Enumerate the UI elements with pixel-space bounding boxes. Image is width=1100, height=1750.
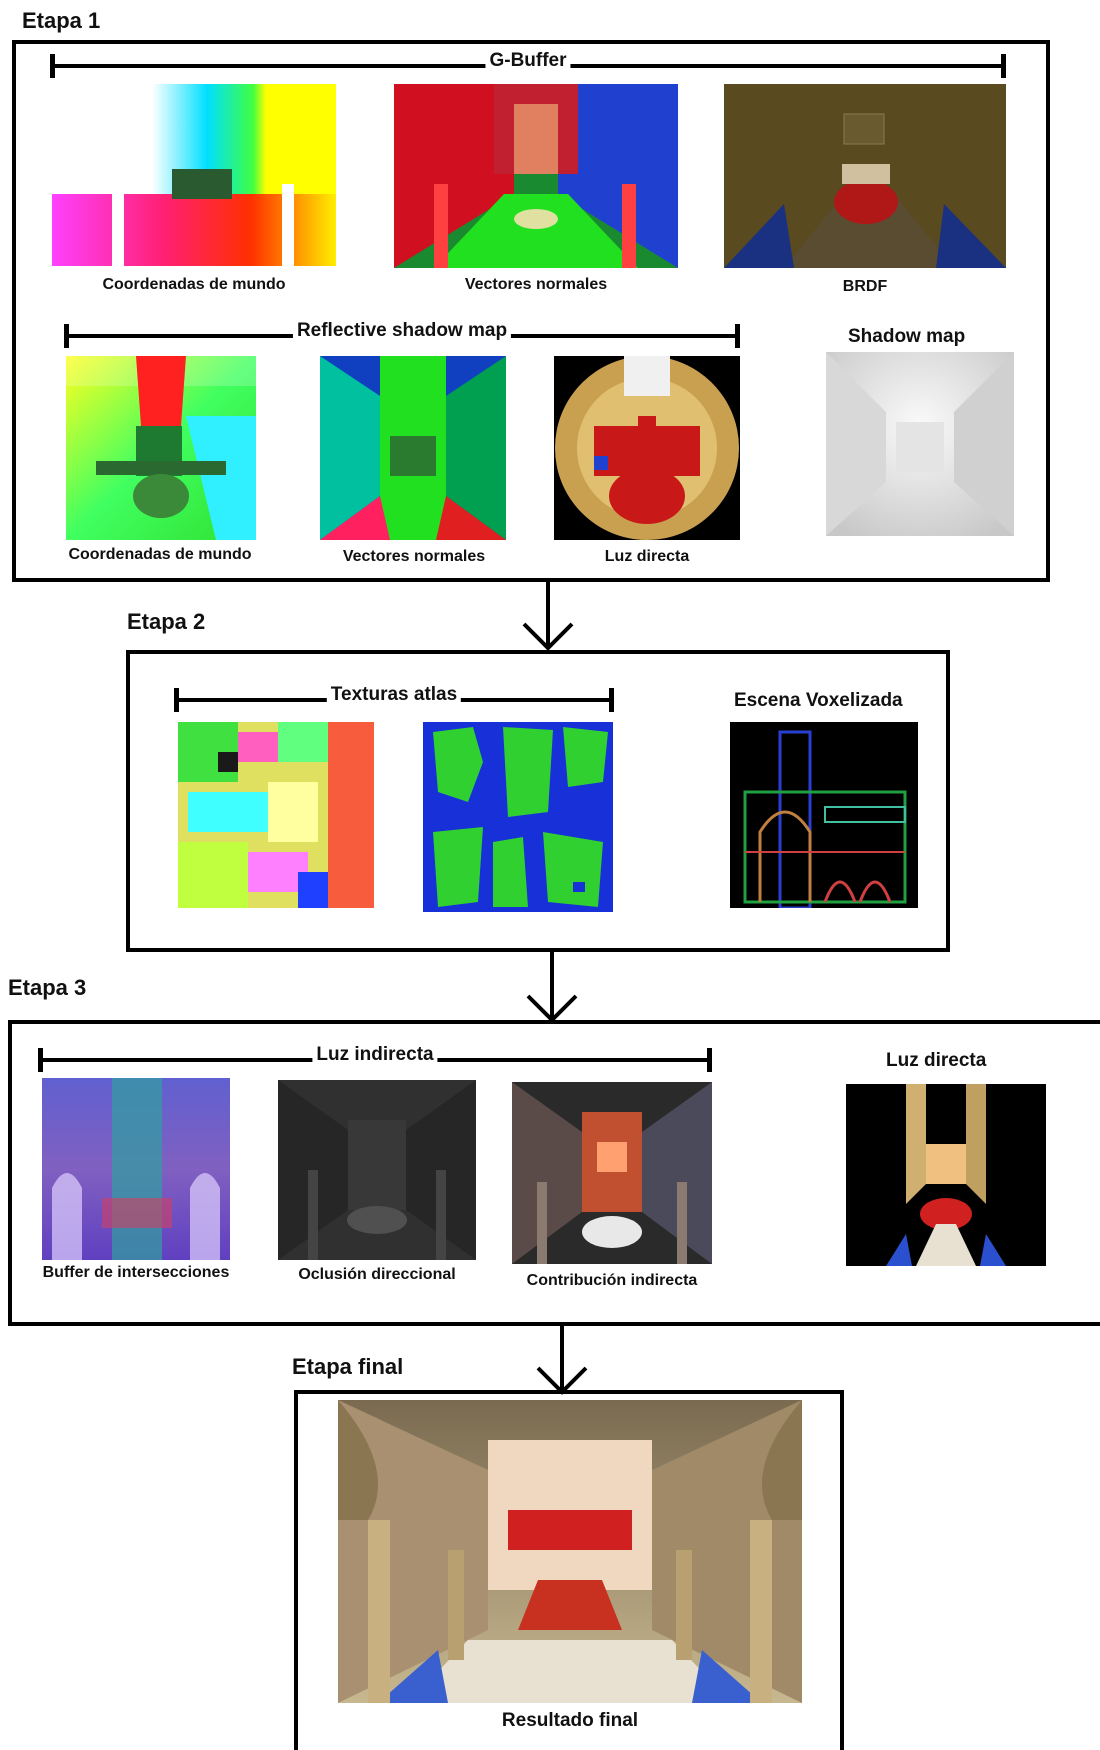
gbuffer-normals-label: Vectores normales — [464, 276, 608, 293]
gbuffer-normals-image — [394, 84, 678, 268]
shadow-map-title: Shadow map — [848, 326, 966, 347]
stage-2-box — [126, 650, 950, 952]
final-result-label: Resultado final — [501, 1710, 639, 1731]
rsm-direct-light-image — [554, 356, 740, 540]
rsm-world-coords-label: Coordenadas de mundo — [68, 546, 252, 563]
final-result-image — [338, 1400, 802, 1703]
indirect-contribution-label: Contribución indirecta — [526, 1272, 698, 1289]
stage-1-title: Etapa 1 — [22, 8, 101, 33]
gbuffer-bracket: G-Buffer — [50, 50, 1006, 78]
rsm-world-coords-image — [66, 356, 256, 540]
final-stage-title: Etapa final — [292, 1354, 404, 1379]
rsm-bracket: Reflective shadow map — [64, 320, 740, 348]
arrow-stage2-to-stage3 — [526, 952, 578, 1023]
voxel-scene-title: Escena Voxelizada — [734, 690, 903, 711]
indirect-light-bracket: Luz indirecta — [38, 1044, 712, 1072]
stage-1-box — [12, 40, 1050, 582]
gbuffer-world-coords-label: Coordenadas de mundo — [102, 276, 286, 293]
stage-3-title: Etapa 3 — [8, 975, 87, 1000]
brdf-label: BRDF — [842, 278, 888, 295]
arrow-stage3-to-final — [536, 1326, 588, 1395]
atlas-title: Texturas atlas — [326, 684, 462, 706]
rsm-normals-label: Vectores normales — [342, 548, 486, 565]
atlas-texture-image-2 — [423, 722, 613, 912]
gbuffer-title: G-Buffer — [485, 50, 571, 72]
atlas-texture-image-1 — [178, 722, 374, 908]
voxel-scene-image — [730, 722, 918, 908]
gbuffer-world-coords-image — [52, 84, 336, 266]
rsm-normals-image — [320, 356, 506, 540]
direct-light-title: Luz directa — [886, 1050, 987, 1071]
final-stage-box — [294, 1390, 844, 1750]
brdf-image — [724, 84, 1006, 268]
arrow-stage1-to-stage2 — [522, 582, 574, 651]
directional-occlusion-label: Oclusión direccional — [298, 1266, 456, 1283]
atlas-bracket: Texturas atlas — [174, 684, 614, 712]
indirect-light-title: Luz indirecta — [312, 1044, 438, 1066]
rsm-direct-light-label: Luz directa — [604, 548, 690, 565]
intersection-buffer-label: Buffer de intersecciones — [42, 1264, 230, 1281]
rsm-title: Reflective shadow map — [292, 320, 512, 342]
direct-light-image — [846, 1084, 1046, 1266]
stage-3-box — [8, 1020, 1100, 1326]
directional-occlusion-image — [278, 1080, 476, 1260]
intersection-buffer-image — [42, 1078, 230, 1260]
indirect-contribution-image — [512, 1082, 712, 1264]
stage-2-title: Etapa 2 — [127, 609, 206, 634]
shadow-map-image — [826, 352, 1014, 536]
